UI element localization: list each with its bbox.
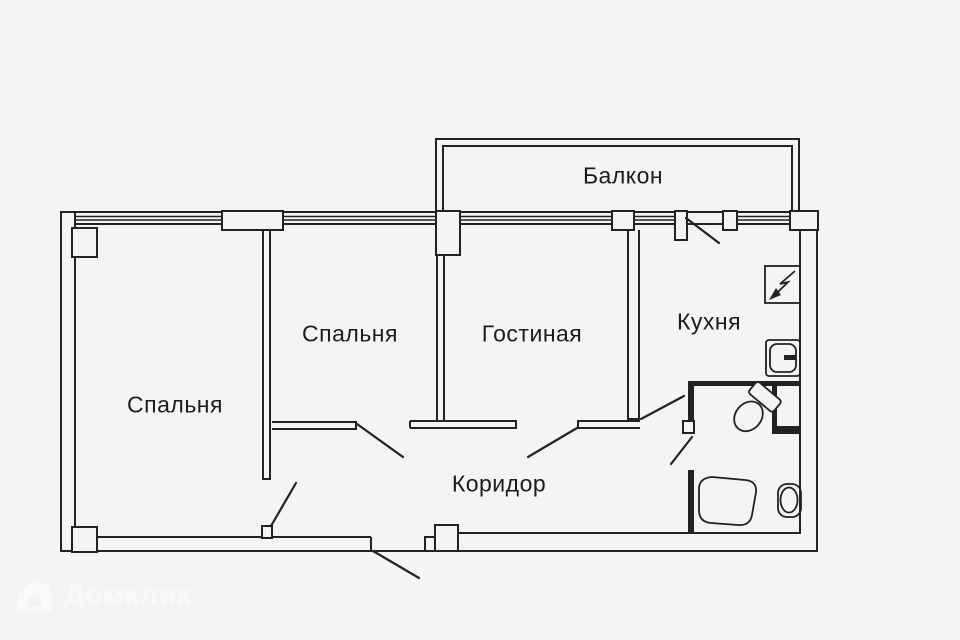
- kitchen-sink-icon: [765, 339, 801, 377]
- bathtub-icon: [698, 476, 757, 526]
- room-label-bedroom-big: Спальня: [127, 391, 223, 418]
- living-door-swing: [526, 426, 579, 459]
- bedroom1-door-jamb: [261, 525, 273, 539]
- room-label-kitchen: Кухня: [676, 308, 742, 335]
- wc-door-swing: [669, 435, 694, 466]
- kitchen-door-swing: [639, 394, 686, 421]
- door-swings: [269, 216, 721, 580]
- bedroom1-door-swing: [269, 481, 298, 528]
- balcony-door-swing: [684, 216, 721, 245]
- windows: [75, 215, 790, 221]
- wc-door-jamb: [682, 420, 695, 434]
- entry-door-swing: [371, 549, 421, 580]
- room-label-corridor: Коридор: [451, 470, 547, 497]
- vent-shaft: [772, 386, 801, 434]
- room-label-living: Гостиная: [481, 320, 583, 347]
- room-label-bedroom-small: Спальня: [302, 320, 398, 347]
- interior-walls: [262, 230, 640, 480]
- bathroom-sink-icon: [777, 483, 802, 518]
- wall-piers: [71, 210, 819, 553]
- electrical-panel-icon: [764, 265, 801, 304]
- room-label-balcony: Балкон: [582, 162, 664, 189]
- toilet-icon: [733, 381, 782, 433]
- bathroom-walls: [688, 381, 801, 534]
- balcony-outline: [435, 138, 800, 211]
- bedroom2-door-swing: [355, 422, 405, 459]
